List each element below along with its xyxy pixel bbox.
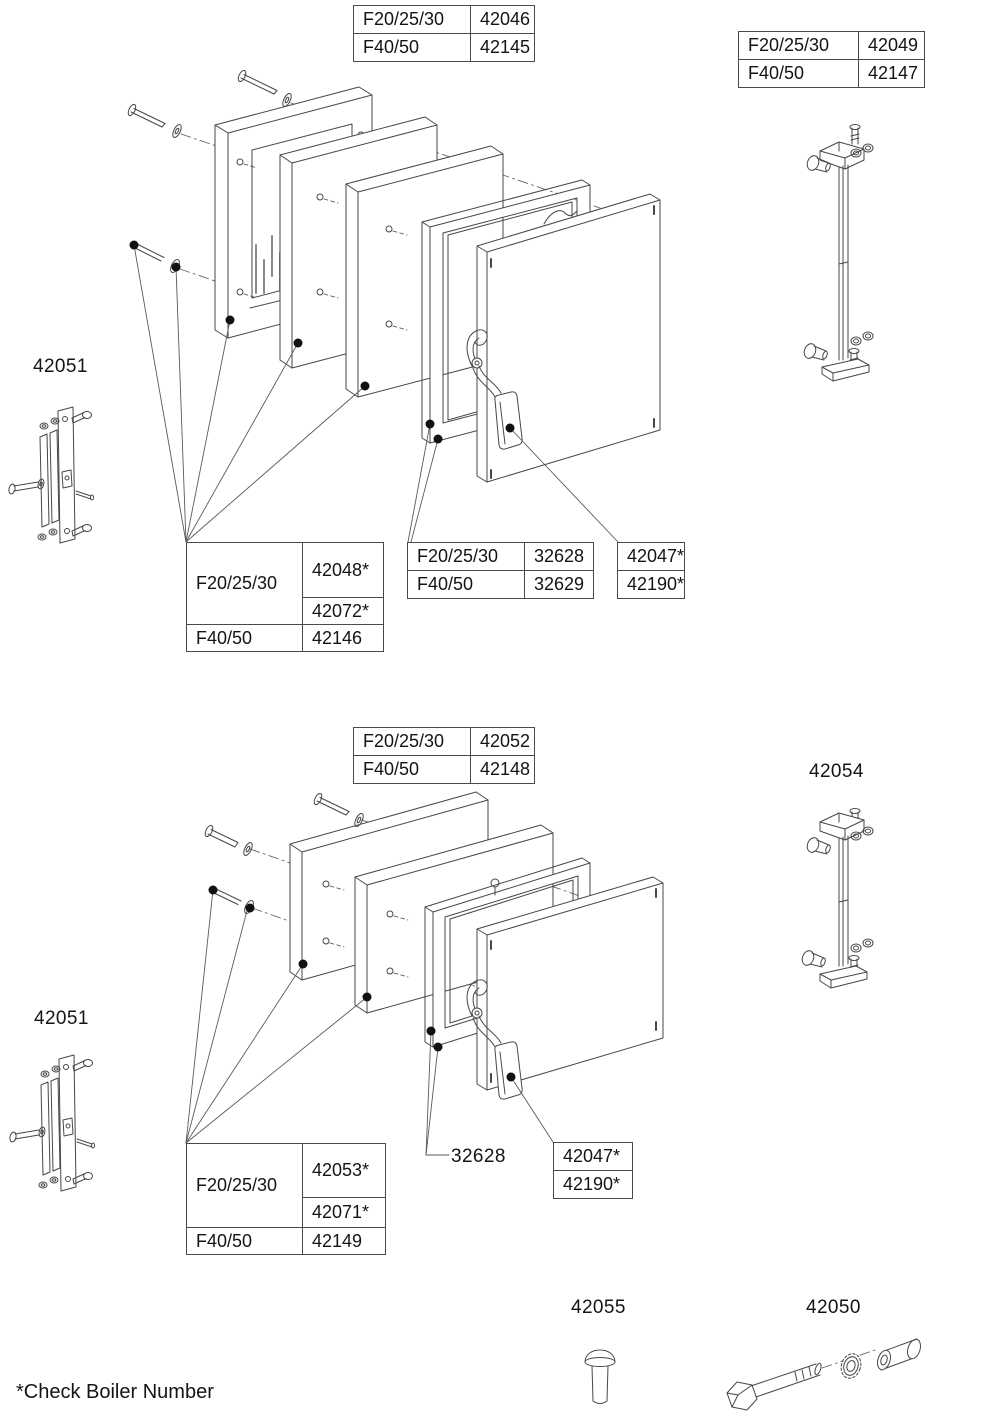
- part-cell: 42146: [303, 624, 383, 651]
- hinge-bracket-kit-lower: [8, 1054, 95, 1192]
- part-cell: 42148: [480, 759, 531, 779]
- door-handle: [466, 329, 523, 450]
- part-cell: 42047*: [627, 546, 685, 566]
- model-cell: F40/50: [354, 34, 471, 61]
- door-panel: [476, 876, 664, 1091]
- table-row: F20/25/30 42052: [354, 728, 534, 755]
- screw-top: [237, 69, 292, 107]
- screw-middle: [127, 103, 182, 138]
- exploded-view-upper: [127, 69, 661, 543]
- screw-middle: [204, 824, 253, 856]
- rivet-drawing: [584, 1349, 616, 1404]
- table-row: 42047*: [554, 1143, 632, 1170]
- part-table-cover-upper: F20/25/30 42046 F40/50 42145: [353, 5, 535, 62]
- model-cell: F20/25/30: [739, 32, 859, 59]
- callout-dots-upper: [129, 240, 515, 444]
- hinge-rod-assembly-upper: [803, 124, 874, 382]
- part-cell: 42048*: [312, 559, 370, 580]
- part-cell: 42049: [868, 35, 919, 55]
- part-table-insulation-lower: F20/25/30 42053* 42071* F40/50 42149: [186, 1143, 386, 1255]
- part-table-cover-lower: F20/25/30 42052 F40/50 42148: [353, 727, 535, 784]
- part-cell: 42072*: [303, 597, 383, 624]
- leader-lines-upper: [133, 244, 619, 543]
- table-row: F40/50 42148: [354, 755, 534, 783]
- model-cell: F40/50: [354, 756, 471, 783]
- part-cell: 42071*: [303, 1197, 385, 1227]
- part-cell: 32628: [534, 546, 585, 566]
- model-cell: F20/25/30: [354, 6, 471, 33]
- table-row: F20/25/30 42049: [739, 32, 924, 59]
- exploded-view-lower: [185, 791, 664, 1156]
- model-cell: F40/50: [187, 1227, 303, 1254]
- part-cell: 32629: [534, 574, 585, 594]
- part-label-rivet: 42055: [571, 1297, 626, 1318]
- model-cell: F20/25/30: [187, 543, 303, 624]
- part-table-handle-upper: 42047* 42190*: [617, 542, 685, 599]
- part-cell: 42145: [480, 37, 531, 57]
- model-cell: F20/25/30: [187, 1144, 303, 1227]
- part-cell: 42046: [480, 9, 531, 29]
- hinge-rod-assembly-lower: [801, 808, 874, 989]
- part-cell: 42053*: [312, 1160, 370, 1180]
- table-row: F40/50 32629: [408, 570, 593, 598]
- footnote: *Check Boiler Number: [16, 1381, 214, 1403]
- callout-dots-lower: [208, 885, 516, 1082]
- part-cell: 42149: [303, 1227, 385, 1254]
- table-row: 42190*: [554, 1170, 632, 1198]
- part-cell: 42052: [480, 731, 531, 751]
- insulation-board-2: [345, 145, 504, 398]
- model-cell: F20/25/30: [354, 728, 471, 755]
- hinge-bracket-kit-upper: [8, 406, 94, 544]
- part-label-hinge-kit-lower: 42051: [34, 1008, 89, 1029]
- model-cell: F40/50: [408, 571, 525, 598]
- model-cell: F20/25/30: [408, 543, 525, 570]
- leader-lines-lower: [185, 889, 554, 1156]
- model-cell: F40/50: [739, 60, 859, 87]
- part-table-seal-upper: F20/25/30 32628 F40/50 32629: [407, 542, 594, 599]
- door-handle: [466, 979, 523, 1100]
- table-row: 42047*: [618, 543, 684, 570]
- table-row: F40/50 42145: [354, 33, 534, 61]
- part-table-hinge-rod-upper: F20/25/30 42049 F40/50 42147: [738, 31, 925, 88]
- part-table-insulation-upper: F20/25/30 42048* 42072* F40/50 42146: [186, 542, 384, 652]
- part-label-hinge-kit-upper: 42051: [33, 356, 88, 377]
- part-label-door-seal-lower: 32628: [451, 1146, 506, 1167]
- part-cell: 42147: [868, 63, 919, 83]
- part-label-bolt-kit: 42050: [806, 1297, 861, 1318]
- part-cell: 42190*: [563, 1174, 621, 1194]
- table-row: F40/50 42147: [739, 59, 924, 87]
- screw-top: [313, 792, 364, 827]
- part-cell: 42047*: [563, 1146, 621, 1166]
- part-label-hinge-rod-lower: 42054: [809, 761, 864, 782]
- part-table-handle-lower: 42047* 42190*: [553, 1142, 633, 1199]
- table-row: 42190*: [618, 570, 684, 598]
- table-row: F20/25/30 32628: [408, 543, 593, 570]
- bolt-assembly-drawing: [726, 1338, 921, 1411]
- part-cell: 42190*: [627, 574, 685, 594]
- table-row: F20/25/30 42046: [354, 6, 534, 33]
- model-cell: F40/50: [187, 624, 303, 651]
- door-panel: [476, 193, 661, 483]
